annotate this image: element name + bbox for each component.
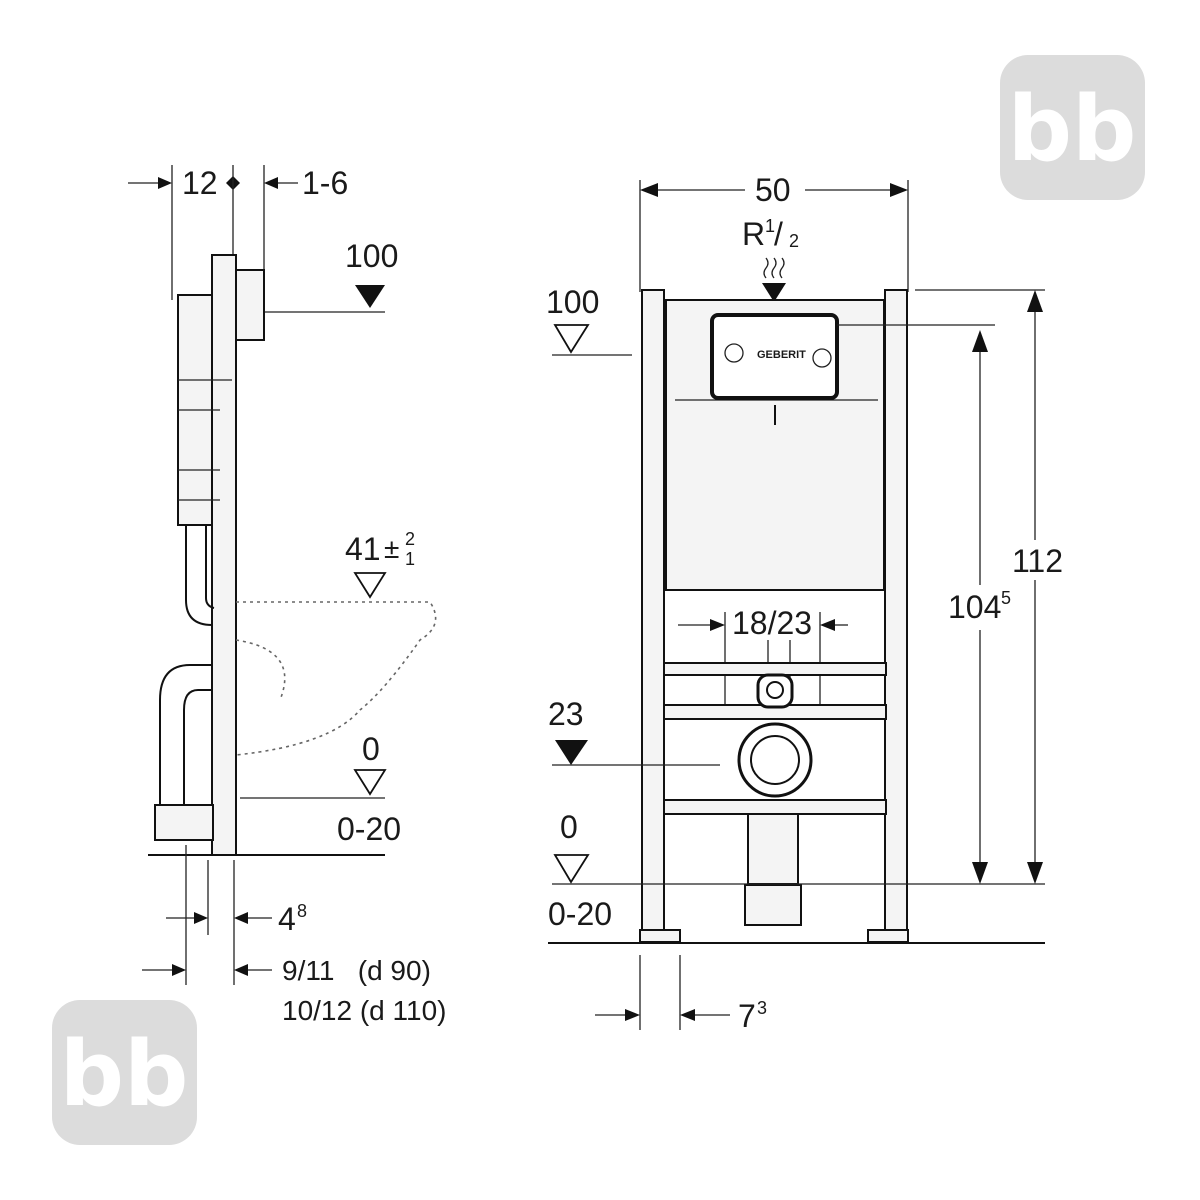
front-supply-sub: 2 bbox=[789, 231, 799, 251]
front-rail-lower bbox=[663, 799, 887, 815]
front-fixing-spacing: 18/23 bbox=[732, 605, 812, 641]
front-drain-height: 23 bbox=[548, 696, 584, 732]
side-height-100: 100 bbox=[345, 238, 398, 274]
front-height-104: 104 bbox=[948, 589, 1001, 625]
svg-text:/: / bbox=[774, 216, 783, 252]
front-rail-upper bbox=[663, 662, 887, 676]
front-floor-range: 0-20 bbox=[548, 896, 612, 932]
dim-side-depth: 12 bbox=[182, 165, 218, 201]
svg-text:±: ± bbox=[384, 533, 399, 564]
watermark-text: bb bbox=[60, 1022, 189, 1127]
front-view: 50 R 1 / 2 100 GEBERIT 18/23 bbox=[546, 172, 1070, 1034]
dim-side-adjust: 1-6 bbox=[302, 165, 348, 201]
side-dim-4: 4 bbox=[278, 901, 296, 937]
front-actuator-plate bbox=[710, 313, 839, 400]
front-floor-zero: 0 bbox=[560, 809, 578, 845]
side-frame-rail bbox=[211, 254, 237, 856]
front-width: 50 bbox=[755, 172, 791, 208]
side-seat-tol-minus: 1 bbox=[405, 549, 415, 569]
front-drain-connector bbox=[737, 722, 813, 798]
frame-left-upright bbox=[641, 289, 665, 931]
front-actuator-height: 100 bbox=[546, 284, 599, 320]
front-cistern bbox=[665, 299, 885, 591]
side-seat-height: 41 bbox=[345, 531, 381, 567]
front-brand-label: GEBERIT bbox=[757, 349, 806, 361]
side-view: 12 1-6 100 41 ± 2 1 0 bbox=[128, 165, 447, 1026]
frame-right-upright bbox=[884, 289, 908, 931]
side-floor-range: 0-20 bbox=[337, 811, 401, 847]
side-floor-zero: 0 bbox=[362, 731, 380, 767]
side-outlet-d110: 10/12 (d 110) bbox=[282, 995, 447, 1026]
front-foot-sup: 3 bbox=[757, 998, 767, 1018]
side-actuator-box bbox=[235, 269, 265, 341]
front-height-112: 112 bbox=[1012, 543, 1063, 579]
watermark-bottom-left: bb bbox=[52, 1000, 197, 1145]
watermark-text: bb bbox=[1008, 77, 1137, 182]
front-height-104-sup: 5 bbox=[1001, 588, 1011, 608]
front-foot-width: 7 bbox=[738, 998, 756, 1034]
side-seat-tol-plus: 2 bbox=[405, 529, 415, 549]
front-supply-R: R bbox=[742, 216, 765, 252]
front-supply-sup: 1 bbox=[765, 216, 775, 236]
side-outlet-d90: 9/11 (d 90) bbox=[282, 955, 431, 986]
side-outlet bbox=[154, 804, 214, 841]
side-dim-4-sup: 8 bbox=[297, 901, 307, 921]
watermark-top-right: bb bbox=[1000, 55, 1145, 200]
